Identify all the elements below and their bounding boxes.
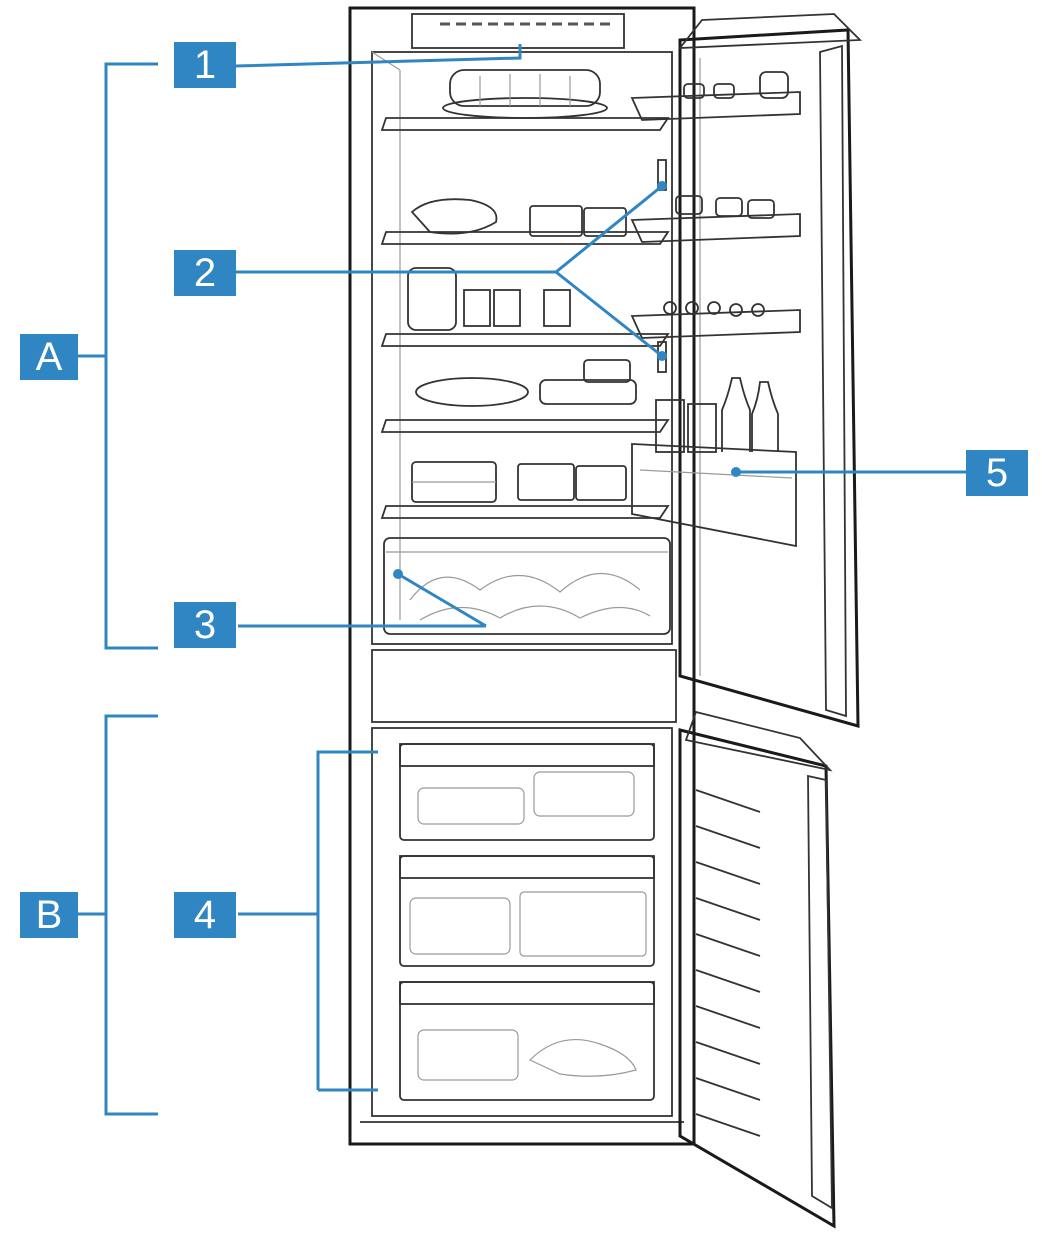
cake <box>443 70 607 118</box>
callout-3: 3 <box>174 602 236 648</box>
shelf-items-5 <box>412 462 626 502</box>
fridge-door <box>680 14 860 726</box>
freezer-drawers <box>400 744 654 1100</box>
shelf-items-3 <box>408 268 570 330</box>
bottle-balcony <box>632 378 796 546</box>
section-b-bracket <box>78 716 158 1114</box>
section-label-b: B <box>20 892 78 938</box>
section-a-bracket <box>78 64 158 648</box>
section-label-a: A <box>20 334 78 380</box>
callout-4: 4 <box>174 892 236 938</box>
shelf-items-4 <box>416 360 636 406</box>
vegetable-drawer <box>384 538 670 634</box>
callout-5: 5 <box>966 450 1028 496</box>
callout-2: 2 <box>174 250 236 296</box>
door-shelves <box>632 72 800 338</box>
callout-1: 1 <box>174 42 236 88</box>
freezer-door <box>680 712 834 1226</box>
freezer-door-vents <box>696 790 760 1136</box>
glass-shelves <box>382 118 668 518</box>
control-panel <box>412 14 624 48</box>
shelf-items-2 <box>412 199 626 236</box>
